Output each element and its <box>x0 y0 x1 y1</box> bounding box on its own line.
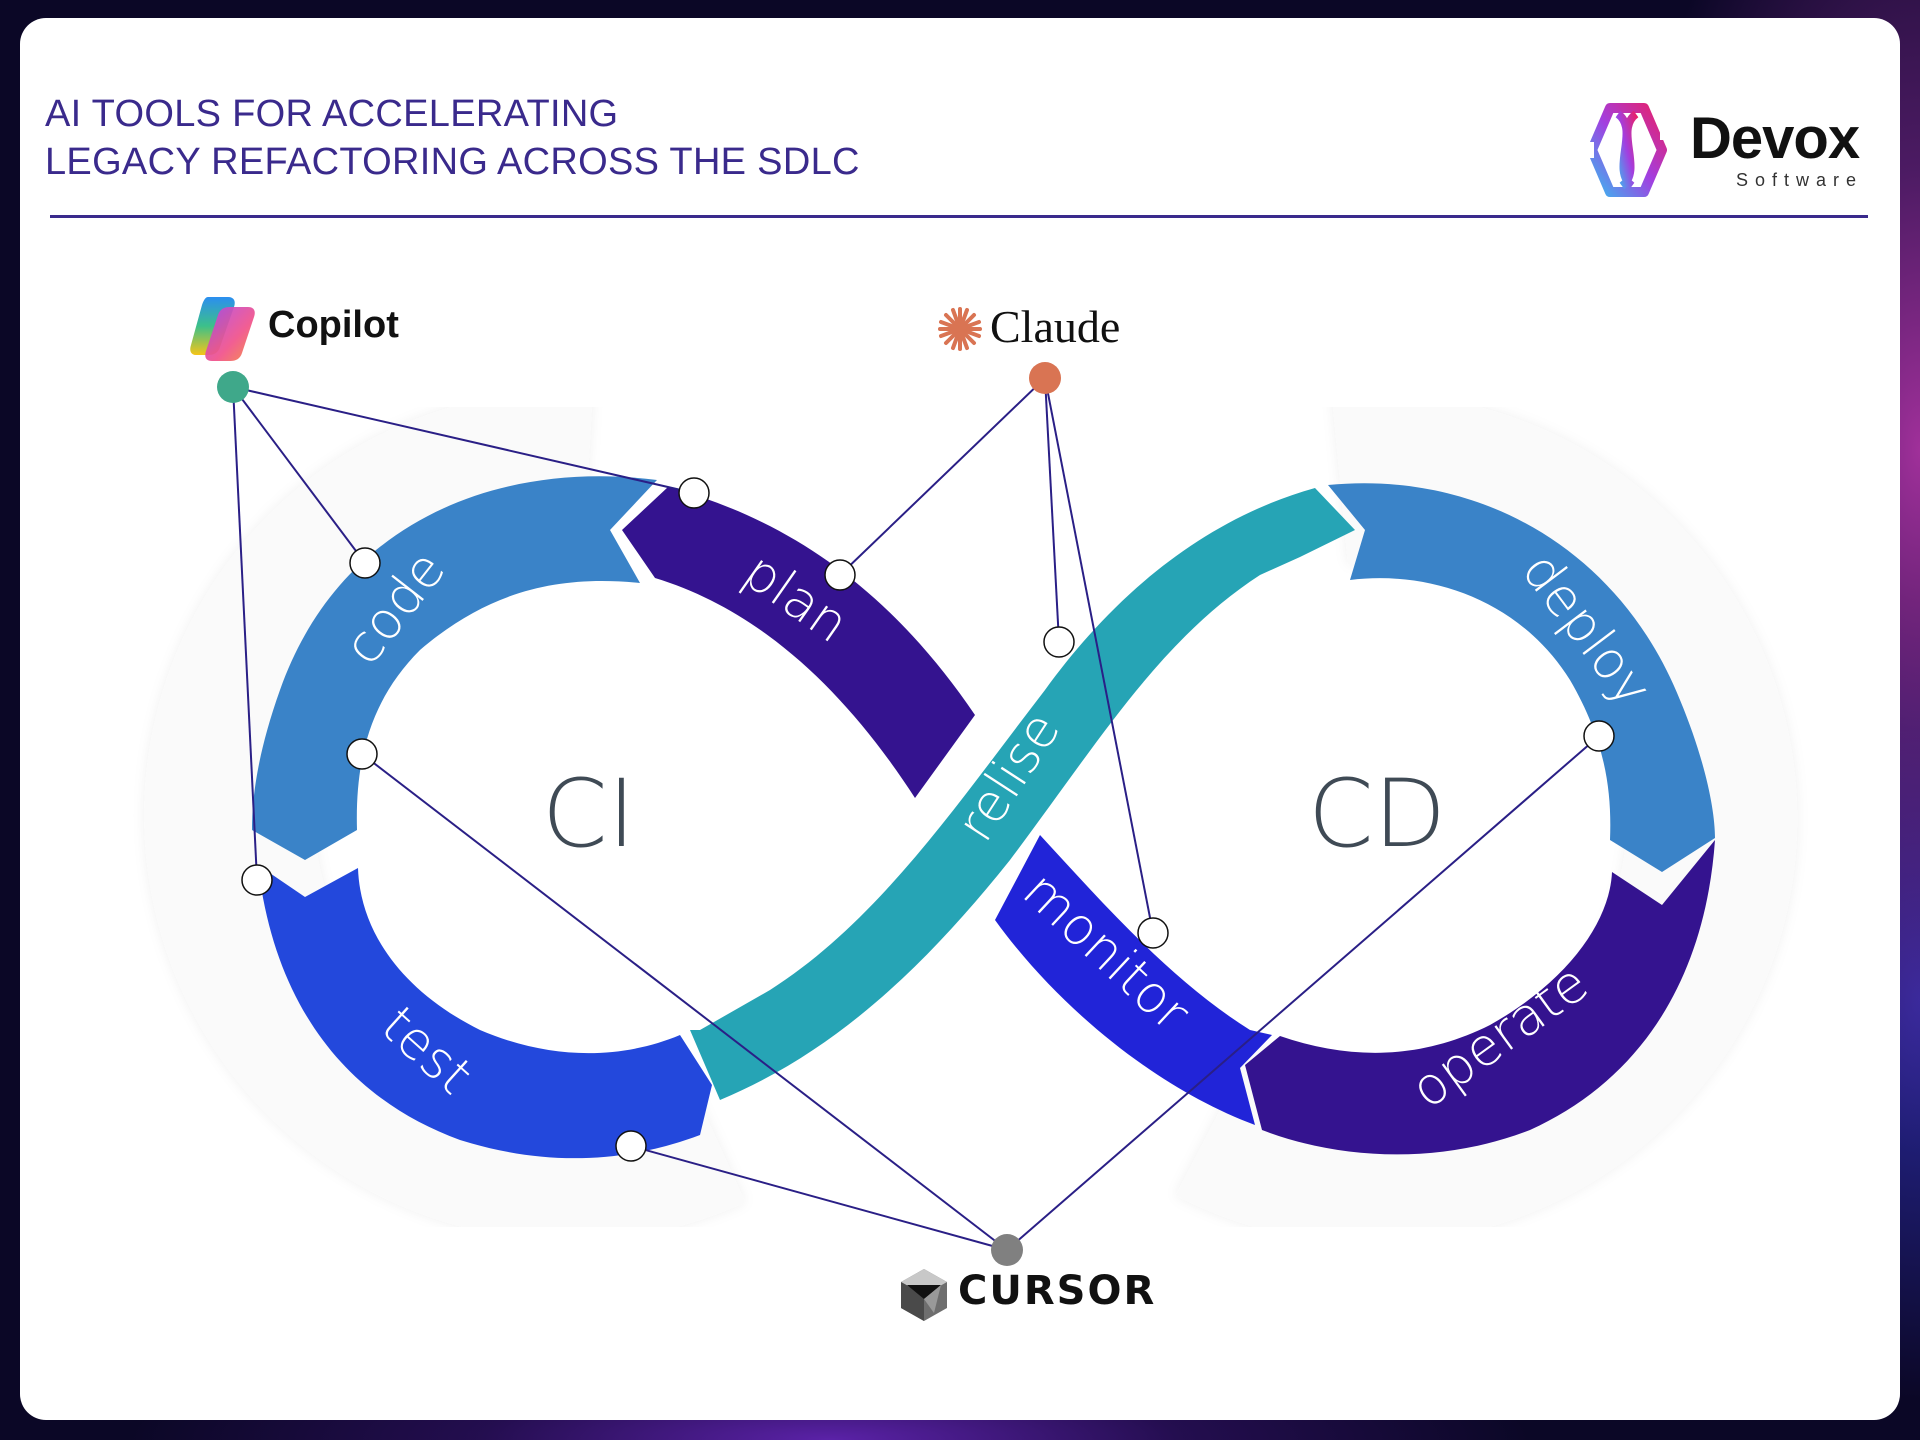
connector-cursor-code <box>361 753 1008 1251</box>
ci-label: CI <box>542 760 636 869</box>
copilot-label: Copilot <box>268 304 399 346</box>
connector-copilot-plan <box>232 386 695 494</box>
stage-deploy[interactable] <box>1328 483 1715 872</box>
title-line-1: AI TOOLS FOR ACCELERATING <box>45 93 619 135</box>
cursor-label: CURSOR <box>958 1268 1157 1314</box>
connector-copilot-test <box>232 386 258 881</box>
stage-monitor[interactable] <box>995 835 1272 1125</box>
cd-label: CD <box>1308 760 1447 869</box>
stage-plan[interactable] <box>622 487 975 798</box>
node-plan-start[interactable] <box>678 477 710 509</box>
copilot-icon <box>190 297 255 361</box>
cursor-dot[interactable] <box>991 1234 1023 1266</box>
connector-claude-plan <box>839 377 1046 576</box>
node-test-bottom[interactable] <box>615 1130 647 1162</box>
copilot-dot[interactable] <box>217 371 249 403</box>
page-title: AI TOOLS FOR ACCELERATING LEGACY REFACTO… <box>45 90 860 186</box>
claude-label: Claude <box>990 301 1121 352</box>
node-plan[interactable] <box>824 559 856 591</box>
stage-relise[interactable] <box>690 488 1355 1100</box>
node-deploy[interactable] <box>1583 720 1615 752</box>
cursor-icon <box>901 1269 947 1321</box>
title-divider <box>50 215 1868 218</box>
node-relise[interactable] <box>1043 626 1075 658</box>
claude-dot[interactable] <box>1029 362 1061 394</box>
node-code-inner[interactable] <box>346 738 378 770</box>
node-test-top[interactable] <box>241 864 273 896</box>
stage-test[interactable] <box>258 865 712 1159</box>
connector-cursor-deploy <box>1006 735 1600 1251</box>
connector-copilot-code <box>232 386 366 564</box>
stage-operate[interactable] <box>1245 840 1715 1155</box>
node-monitor[interactable] <box>1137 917 1169 949</box>
claude-icon <box>938 307 982 351</box>
devox-logo-icon <box>1584 103 1670 197</box>
title-line-2: LEGACY REFACTORING ACROSS THE SDLC <box>45 141 860 183</box>
connector-lines <box>232 377 1600 1251</box>
logo-subtitle: Software <box>1736 170 1864 190</box>
connector-claude-monitor <box>1044 377 1154 934</box>
node-code-outer[interactable] <box>349 547 381 579</box>
connector-cursor-test <box>630 1145 1008 1251</box>
connector-claude-relise <box>1044 377 1060 643</box>
logo-name: Devox <box>1690 106 1860 171</box>
